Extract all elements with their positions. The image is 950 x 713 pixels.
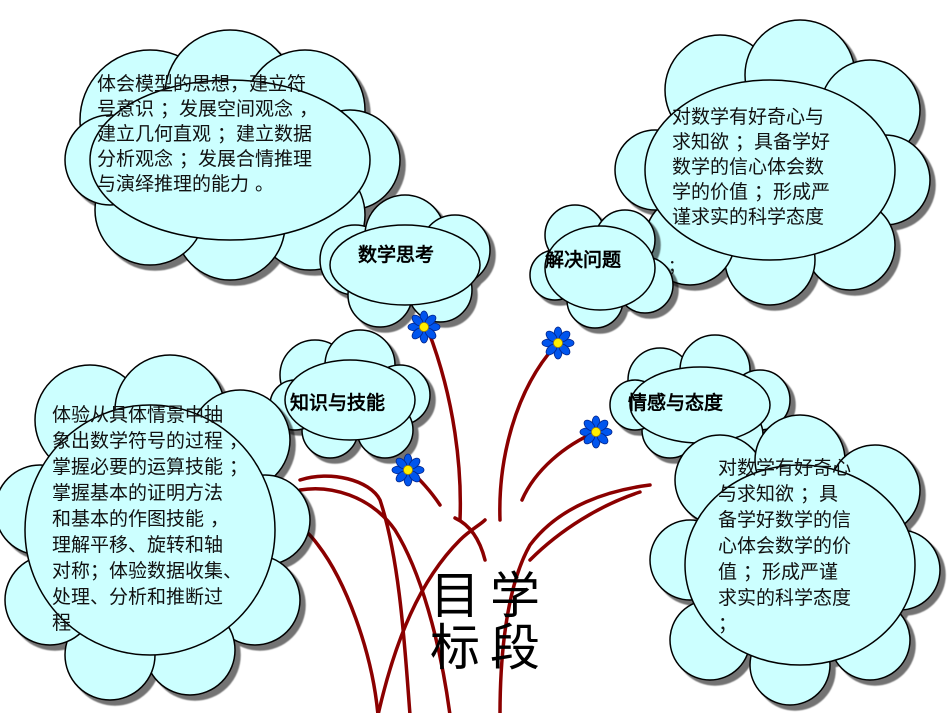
emotion-attitude-label: 情感与态度 [628,392,724,414]
tree-stems [248,328,652,713]
cloud-problem-solving-detail [614,19,931,306]
math-thinking-text: 体会模型的思想，建立符 号意识 ；发展空间观念 ， 建立几何直观 ；建立数据 分… [97,73,319,195]
cloud-problem-solving-label [529,204,674,329]
center-char-2: 学 [490,567,540,625]
center-char-4: 段 [490,619,540,677]
problem-solving-label: 解决问题 [545,249,622,271]
cloud-emotion-label [609,334,791,464]
knowledge-skills-label: 知识与技能 [290,392,386,414]
flower-icon [579,415,613,449]
cloud-knowledge-detail [0,354,311,701]
center-char-3: 标 [430,619,480,677]
cloud-knowledge-label [269,329,431,459]
flower-icon [391,453,425,487]
problem-solving-text: 对数学有好奇心与 求知欲 ；具备学好 数学的信心体会数 学的价值 ；形成严 谨求… [672,106,831,228]
cloud-math-thinking-label [319,194,491,328]
problem-solving-trailing: ； [668,257,685,277]
emotion-attitude-text: 对数学有好奇心 与求知欲 ；具 备学好数学的信 心体会数学的价 值 ；形成严谨 … [718,457,852,635]
flower-icon [541,326,575,360]
center-char-1: 目 [430,567,480,625]
knowledge-skills-text: 体验从具体情景中抽 象出数学符号的过程 ， 掌握必要的运算技能 ； 掌握基本的证… [52,404,249,634]
cloud-emotion-detail [649,414,941,706]
flower-icon [407,310,441,344]
math-thinking-label: 数学思考 [358,244,435,266]
